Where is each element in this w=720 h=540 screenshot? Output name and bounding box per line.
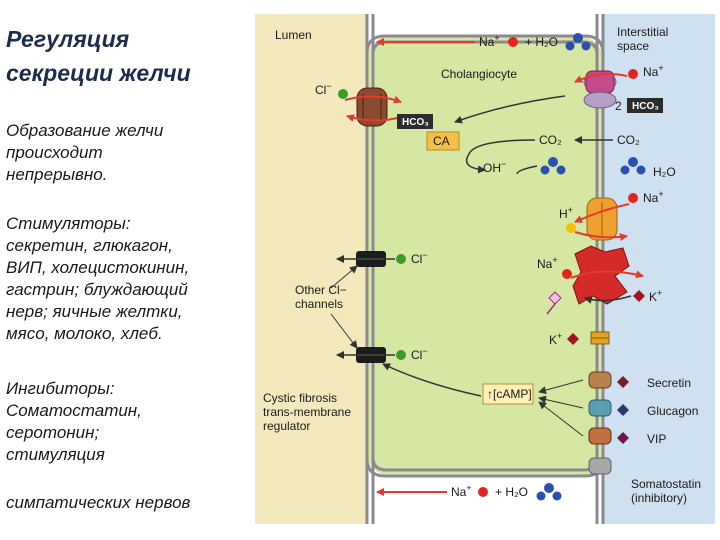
na-h-exchanger: Na+ H+ — [559, 189, 664, 242]
cl-dot — [396, 254, 406, 264]
k-diamond — [567, 333, 579, 345]
lumen-label: Lumen — [275, 28, 312, 42]
stimulators-text: Стимуляторы: секретин, глюкагон, ВИП, хо… — [6, 214, 190, 343]
svg-text:Na+: Na+ — [479, 33, 500, 49]
svg-text:Na+: Na+ — [451, 483, 472, 499]
water-molecule-icon — [536, 483, 562, 501]
bottom-paracellular-flux: Na+ + H₂O — [376, 483, 562, 501]
svg-text:Na+: Na+ — [643, 189, 664, 205]
ca-enzyme-box — [426, 131, 460, 151]
na-dot — [628, 193, 638, 203]
vip-label: VIP — [647, 432, 666, 446]
interstitial-label: Interstitial space — [617, 25, 672, 53]
svg-text:CO₂: CO₂ — [617, 133, 640, 147]
atp-icon — [548, 291, 562, 305]
svg-text:Cl−: Cl− — [411, 250, 428, 266]
carbonic-anhydrase-reaction: CA CO₂ CO₂ OH− H₂O — [426, 95, 676, 179]
svg-text:Na+: Na+ — [537, 255, 558, 271]
svg-text:HCO₃: HCO₃ — [402, 117, 429, 128]
svg-text:+ H₂O: + H₂O — [495, 485, 528, 499]
svg-text:Cl−: Cl− — [411, 346, 428, 362]
cholangiocyte-cell — [367, 36, 603, 476]
receptor-column — [588, 371, 612, 475]
svg-text:HCO₃: HCO₃ — [632, 101, 659, 112]
lumen-region — [255, 14, 367, 524]
inhibitors-text: Ингибиторы: Соматостатин, серотонин; сти… — [6, 379, 142, 464]
secretin-diamond — [617, 376, 629, 388]
na-dot — [628, 69, 638, 79]
svg-text:+ H₂O: + H₂O — [525, 35, 558, 49]
svg-text:Cl−: Cl− — [315, 81, 332, 97]
other-cl-channel-2: Cl− — [336, 346, 428, 363]
hco3-badge — [397, 114, 433, 129]
other-cl-channels-label: Other Cl− channels — [295, 283, 350, 311]
svg-text:H+: H+ — [559, 205, 573, 221]
na-dot — [562, 269, 572, 279]
top-paracellular-flux: Na+ + H₂O — [376, 33, 591, 51]
camp-box — [482, 383, 534, 405]
na-hco3-cotransporter: Na+ 2 HCO₃ — [574, 63, 664, 113]
other-cl-channel-1: Cl− — [336, 250, 428, 267]
glucagon-diamond — [617, 404, 629, 416]
cholangiocyte-label: Cholangiocyte — [441, 67, 517, 81]
glucagon-label: Glucagon — [647, 404, 698, 418]
cl-hco3-exchanger: Cl− HCO₃ — [315, 81, 433, 129]
cl-dot — [396, 350, 406, 360]
vip-diamond — [617, 432, 629, 444]
secretin-label: Secretin — [647, 376, 691, 390]
sympathetic-text: симпатических нервов — [6, 493, 191, 512]
water-molecule-icon — [565, 33, 591, 51]
cftr-label: Cystic fibrosis trans-membrane regulator — [263, 391, 354, 433]
svg-text:K+: K+ — [649, 288, 662, 304]
cl-dot — [338, 89, 348, 99]
bile-secretion-diagram: Lumen Interstitial space Cholangiocyte N… — [255, 14, 715, 524]
hco3-badge — [627, 98, 663, 113]
somatostatin-label: Somatostatin (inhibitory) — [631, 477, 704, 505]
svg-text:H₂O: H₂O — [653, 165, 676, 179]
camp-label: ↑[cAMP] — [487, 387, 532, 401]
na-dot — [478, 487, 488, 497]
k-channel: K+ — [549, 331, 610, 347]
hco3-coefficient: 2 — [615, 99, 622, 113]
slide-title: Регуляция секреции желчи — [6, 26, 191, 86]
water-molecule-icon — [620, 157, 646, 175]
svg-text:Na+: Na+ — [643, 63, 664, 79]
k-diamond — [633, 290, 645, 302]
svg-text:OH−: OH− — [483, 159, 506, 175]
water-molecule-icon — [540, 157, 566, 175]
h-dot — [566, 223, 576, 233]
svg-text:K+: K+ — [549, 331, 562, 347]
formation-text: Образование желчи происходит непрерывно. — [6, 121, 164, 184]
na-dot — [508, 37, 518, 47]
na-k-atpase: Na+ K+ — [537, 245, 662, 315]
svg-text:CO₂: CO₂ — [539, 133, 562, 147]
svg-text:CA: CA — [433, 134, 450, 148]
